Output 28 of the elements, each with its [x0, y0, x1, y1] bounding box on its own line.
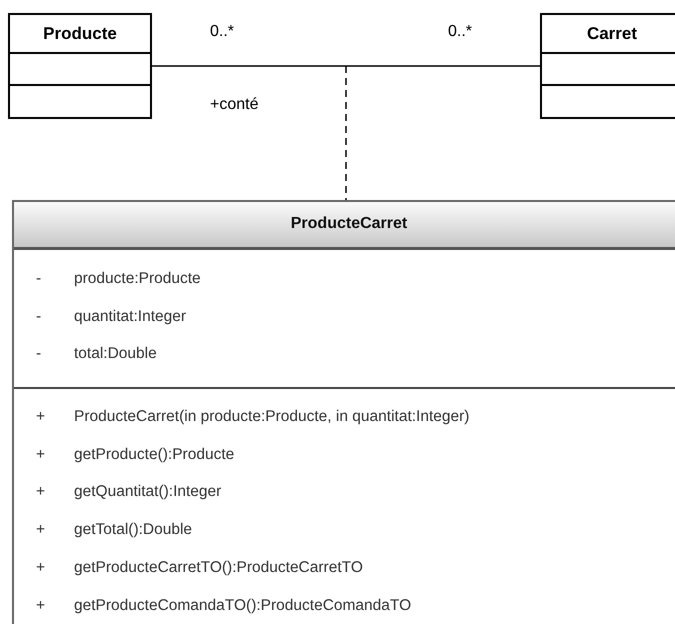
- attribute-text: total:Double: [74, 345, 157, 363]
- association-line: [152, 65, 540, 67]
- multiplicity-label: 0..*: [210, 23, 234, 41]
- operation-text: getQuantitat():Integer: [74, 483, 222, 502]
- visibility-marker: +: [36, 408, 46, 426]
- class-box: [540, 13, 675, 119]
- operation-text: getProducte():Producte: [74, 446, 234, 464]
- operation-text: getProducteCarretTO():ProducteCarretTO: [74, 558, 363, 577]
- visibility-marker: +: [36, 521, 46, 540]
- visibility-marker: +: [36, 596, 46, 614]
- visibility-marker: +: [36, 558, 46, 577]
- class-name: ProducteCarret: [290, 215, 408, 233]
- class-name: Producte: [42, 24, 118, 44]
- attribute-text: quantitat:Integer: [74, 308, 186, 326]
- visibility-marker: -: [36, 270, 42, 288]
- visibility-marker: -: [36, 345, 42, 363]
- operation-text: ProducteCarret(in producte:Producte, in quantitat:Integer): [74, 408, 470, 426]
- class-name: Carret: [586, 24, 638, 44]
- visibility-marker: +: [36, 483, 46, 502]
- class-box: [8, 13, 152, 119]
- multiplicity-label: 0..*: [448, 23, 472, 41]
- visibility-marker: -: [36, 308, 42, 326]
- class-box: [12, 200, 675, 624]
- operation-text: getTotal():Double: [74, 521, 192, 540]
- operation-text: getProducteComandaTO():ProducteComandaTO: [74, 596, 412, 614]
- attribute-text: producte:Producte: [74, 270, 201, 288]
- visibility-marker: +: [36, 446, 46, 464]
- association-class-link: [345, 66, 347, 200]
